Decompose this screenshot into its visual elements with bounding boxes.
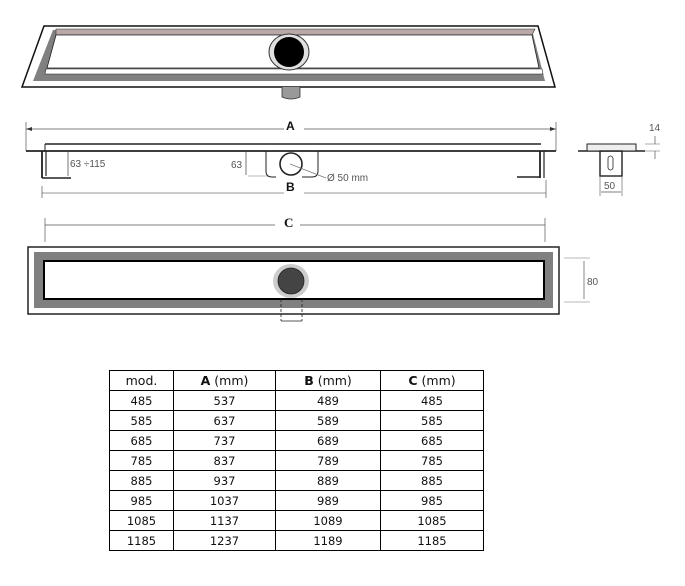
dim-adjustable-height: 63 ÷115 [70,159,106,170]
cell-c: 1185 [380,530,484,551]
cell-b: 1089 [275,510,381,531]
cell-c: 585 [380,410,484,431]
cell-b: 589 [275,410,381,431]
cell-mod: 1185 [109,530,174,551]
cell-c: 485 [380,390,484,411]
dim-grate-width: 80 [587,277,599,288]
cell-mod: 485 [109,390,174,411]
dim-outlet-diameter: Ø 50 mm [327,173,368,184]
cell-c: 1085 [380,510,484,531]
cell-a: 837 [173,450,276,471]
cell-mod: 885 [109,470,174,491]
cell-a: 637 [173,410,276,431]
header-a: A (mm) [173,370,276,391]
cell-a: 537 [173,390,276,411]
cell-a: 1037 [173,490,276,511]
label-a: A [286,119,295,133]
header-c: C (mm) [380,370,484,391]
cell-c: 685 [380,430,484,451]
cell-a: 1137 [173,510,276,531]
top-view [27,218,590,322]
cell-b: 989 [275,490,381,511]
cell-a: 737 [173,430,276,451]
cell-a: 1237 [173,530,276,551]
label-c: C [284,215,293,230]
dim-channel-width: 50 [604,181,616,192]
cell-mod: 585 [109,410,174,431]
cell-mod: 685 [109,430,174,451]
cell-mod: 1085 [109,510,174,531]
side-elevation [25,122,557,198]
perspective-view [20,25,556,100]
cell-b: 489 [275,390,381,411]
label-b: B [286,180,295,194]
header-b: B (mm) [275,370,381,391]
dim-outlet-height: 63 [231,160,243,171]
cell-b: 889 [275,470,381,491]
cell-mod: 985 [109,490,174,511]
cell-c: 985 [380,490,484,511]
dim-grate-height: 14 [649,123,661,134]
cell-b: 689 [275,430,381,451]
cell-a: 937 [173,470,276,491]
table-header-row: mod. A (mm) B (mm) C (mm) [109,370,484,391]
cell-b: 1189 [275,530,381,551]
cell-mod: 785 [109,450,174,471]
cell-c: 785 [380,450,484,471]
header-mod: mod. [109,370,174,391]
cross-section [578,136,660,196]
cell-c: 885 [380,470,484,491]
cell-b: 789 [275,450,381,471]
